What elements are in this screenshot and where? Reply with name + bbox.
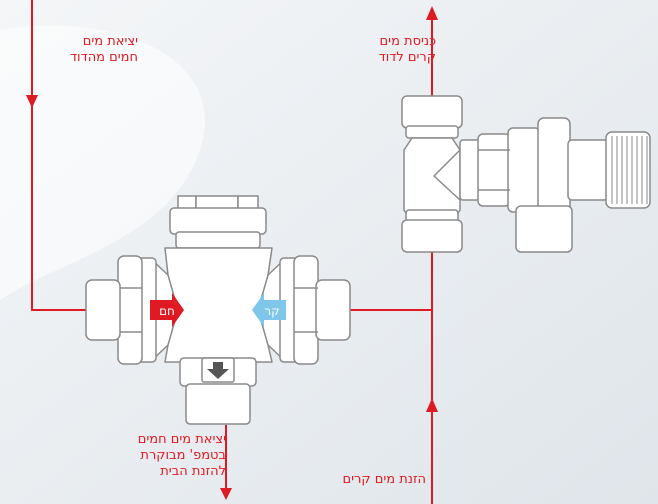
cold-up-arrow-bottom	[426, 398, 438, 412]
check-branch-body	[507, 127, 541, 213]
cold-inlet-nut	[293, 255, 319, 365]
check-valve-seam	[433, 149, 461, 201]
valve-top-ring	[175, 231, 261, 249]
cold-water-boiler-inlet-label-line1: כניסת מים	[379, 34, 436, 49]
check-branch-ring	[459, 139, 481, 201]
check-valve-bottom-nut	[401, 219, 463, 253]
knob-knurling	[611, 136, 648, 204]
hot-water-outlet-label-line2: חמים מהדוד	[69, 50, 138, 65]
cold-water-boiler-inlet-label: כניסת מים קרים לדוד	[379, 34, 436, 66]
check-branch-bottom-block	[515, 205, 573, 253]
cold-up-arrow-top	[426, 6, 438, 20]
check-branch-nut	[477, 133, 511, 207]
valve-top-nut	[169, 207, 267, 235]
cold-badge-arrow	[252, 293, 286, 327]
cold-badge	[252, 293, 286, 327]
hot-badge-text: חם	[159, 304, 175, 318]
cold-badge-text: קר	[264, 304, 279, 318]
mixed-water-outlet-label-line1: יציאת מים חמים	[137, 432, 226, 447]
check-valve-top-nut	[401, 95, 463, 129]
cold-water-supply-label-line1: הזנת מים קרים	[342, 472, 426, 487]
hot-badge-arrow	[150, 293, 184, 327]
mixed-water-outlet-label-line2: בטמפ' מבוקרת	[140, 448, 226, 463]
cold-inlet-valve	[401, 95, 651, 253]
hot-badge	[150, 293, 184, 327]
hot-water-outlet-label-line1: יציאת מים	[82, 34, 138, 49]
check-valve-top-ring	[405, 125, 459, 139]
mixed-water-outlet-label: יציאת מים חמים בטמפ' מבוקרת להזנת הבית	[138, 432, 226, 480]
mixed-outlet-pipe	[185, 383, 251, 425]
outlet-indicator	[201, 357, 235, 383]
pipe-arrows	[26, 6, 438, 500]
hot-water-outlet-label: יציאת מים חמים מהדוד	[70, 34, 138, 66]
cold-inlet-pipe	[315, 279, 351, 341]
hot-inlet-pipe	[85, 279, 121, 341]
check-valve-knob	[605, 131, 651, 209]
cold-water-boiler-inlet-label-line2: קרים לדוד	[378, 50, 436, 65]
cold-water-supply-label: הזנת מים קרים	[343, 472, 426, 488]
outlet-down-arrow-icon	[207, 362, 229, 379]
hot-inlet-nut	[117, 255, 143, 365]
mixed-water-outlet-label-line3: להזנת הבית	[160, 464, 226, 479]
check-branch-stem	[567, 139, 609, 201]
hot-down-arrow	[26, 95, 38, 108]
mixed-down-arrow	[220, 488, 232, 500]
background-swoosh	[0, 25, 205, 301]
mixing-valve	[85, 195, 351, 425]
